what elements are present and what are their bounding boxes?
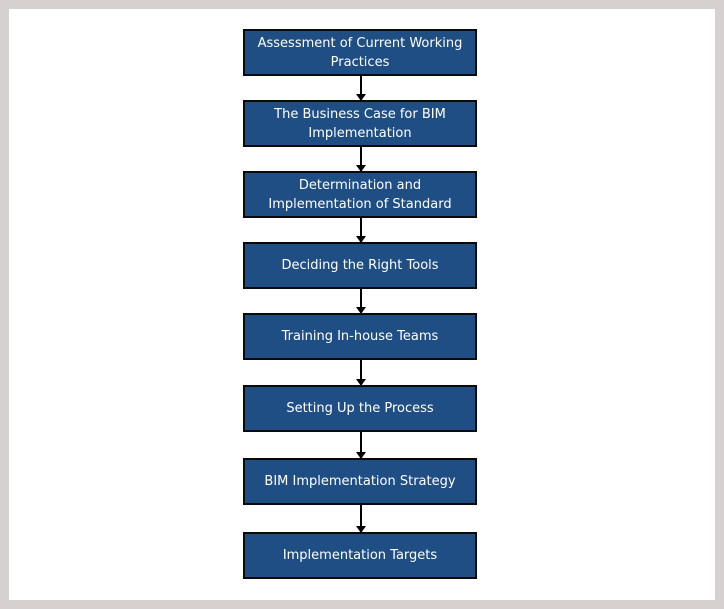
flow-arrow-2 [356, 147, 366, 172]
step-process-label: Setting Up the Process [286, 401, 434, 416]
step-targets-label: Implementation Targets [282, 548, 438, 563]
flow-arrow-5 [356, 360, 366, 386]
step-process-box: Setting Up the Process [243, 385, 477, 432]
step-business-case-box: The Business Case for BIM Implementation [243, 100, 477, 147]
flow-arrow-3 [356, 218, 366, 243]
flow-arrow-4 [356, 289, 366, 314]
step-standards-label: Determination and Implementation of Stan… [268, 177, 452, 212]
flow-arrow-6 [356, 432, 366, 459]
step-strategy-label: BIM Implementation Strategy [264, 474, 456, 489]
flow-arrow-7 [356, 505, 366, 533]
step-strategy-box: BIM Implementation Strategy [243, 458, 477, 505]
step-training-label: Training In-house Teams [281, 329, 439, 344]
flow-arrow-1 [356, 76, 366, 101]
diagram-canvas: Assessment of Current Working Practices … [9, 9, 715, 600]
step-assessment-label: Assessment of Current Working Practices [257, 35, 463, 70]
step-tools-box: Deciding the Right Tools [243, 242, 477, 289]
step-training-box: Training In-house Teams [243, 313, 477, 360]
step-tools-label: Deciding the Right Tools [281, 258, 439, 273]
step-targets-box: Implementation Targets [243, 532, 477, 579]
step-business-case-label: The Business Case for BIM Implementation [274, 106, 446, 141]
step-standards-box: Determination and Implementation of Stan… [243, 171, 477, 218]
step-assessment-box: Assessment of Current Working Practices [243, 29, 477, 76]
